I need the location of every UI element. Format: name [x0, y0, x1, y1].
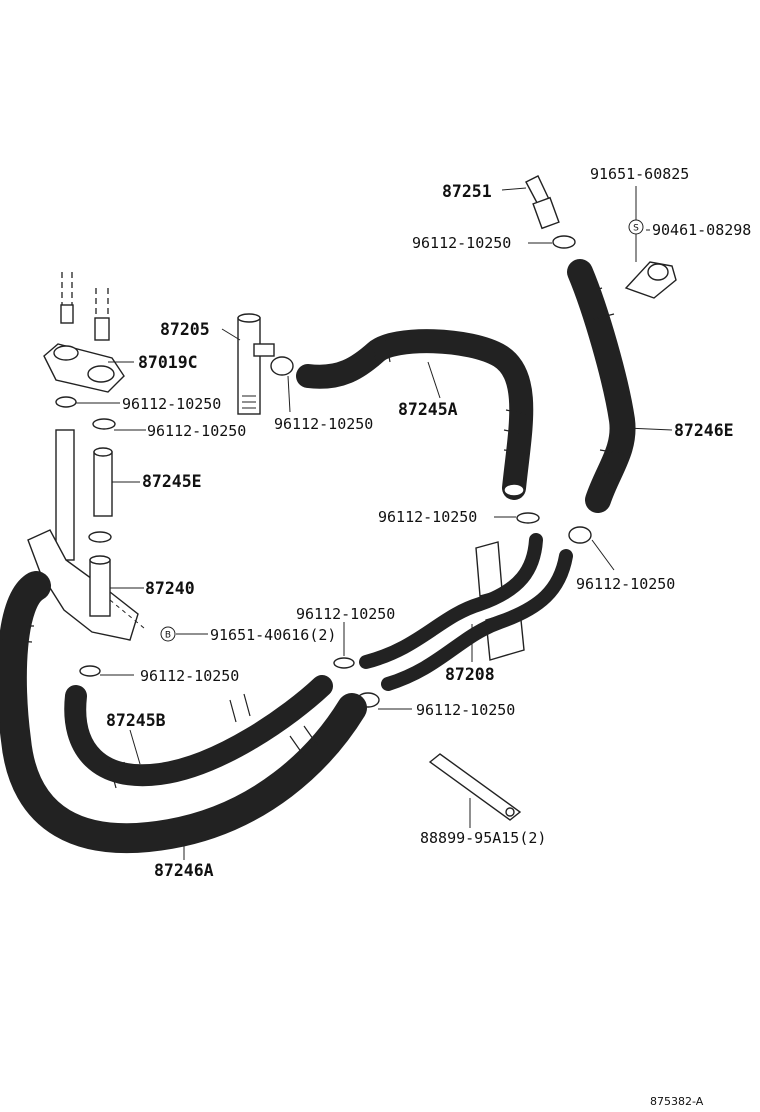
- label-87019c: 87019C: [138, 353, 198, 372]
- pipe-87208: [359, 533, 573, 691]
- strap-88899: [428, 753, 522, 821]
- clamp-bracket-90461: [624, 261, 677, 299]
- hose-87245b: [64, 675, 333, 789]
- label-91651-60825: 91651-60825: [590, 165, 689, 183]
- label-96112-10250-d: 96112-10250: [274, 415, 373, 433]
- label-90461-08298: 90461-08298: [652, 221, 751, 239]
- symbol-s-marker: S: [628, 219, 644, 235]
- label-87251: 87251: [442, 182, 492, 201]
- label-87205: 87205: [160, 320, 210, 339]
- part-labels: 87251 91651-60825 90461-08298 96112-1025…: [106, 165, 751, 1108]
- svg-text:B: B: [165, 631, 171, 641]
- label-96112-10250-c: 96112-10250: [147, 422, 246, 440]
- tee-pipe-87205: [237, 313, 275, 415]
- svg-text:S: S: [633, 224, 639, 234]
- hose-clamp-small: [55, 235, 592, 708]
- label-87245a: 87245A: [398, 400, 458, 419]
- figure-id: 875382-A: [650, 1095, 704, 1108]
- label-96112-10250-f: 96112-10250: [576, 575, 675, 593]
- label-96112-10250-g: 96112-10250: [296, 605, 395, 623]
- hose-87246a: [0, 571, 367, 854]
- pipe-stubs: [60, 272, 110, 341]
- label-87246a: 87246A: [154, 861, 214, 880]
- label-96112-10250-h: 96112-10250: [140, 667, 239, 685]
- hose-87246e: [567, 259, 636, 513]
- symbol-b-marker: B: [160, 626, 176, 642]
- label-87240: 87240: [145, 579, 195, 598]
- label-91651-40616: 91651-40616(2): [210, 626, 336, 644]
- leader-lines: [76, 186, 673, 860]
- label-96112-10250-a: 96112-10250: [412, 234, 511, 252]
- label-87245e: 87245E: [142, 472, 202, 491]
- label-96112-10250-e: 96112-10250: [378, 508, 477, 526]
- valve-87251: [525, 175, 560, 230]
- label-88899-95a15: 88899-95A15(2): [420, 829, 546, 847]
- hose-87245a: [296, 329, 534, 500]
- label-87246e: 87246E: [674, 421, 734, 440]
- valve-assembly-87240: [27, 429, 145, 641]
- hose-87245e: [93, 447, 113, 517]
- label-87208: 87208: [445, 665, 495, 684]
- label-87245b: 87245B: [106, 711, 166, 730]
- grommet-plate-87019c: [43, 343, 125, 393]
- label-96112-10250-b: 96112-10250: [122, 395, 221, 413]
- label-96112-10250-i: 96112-10250: [416, 701, 515, 719]
